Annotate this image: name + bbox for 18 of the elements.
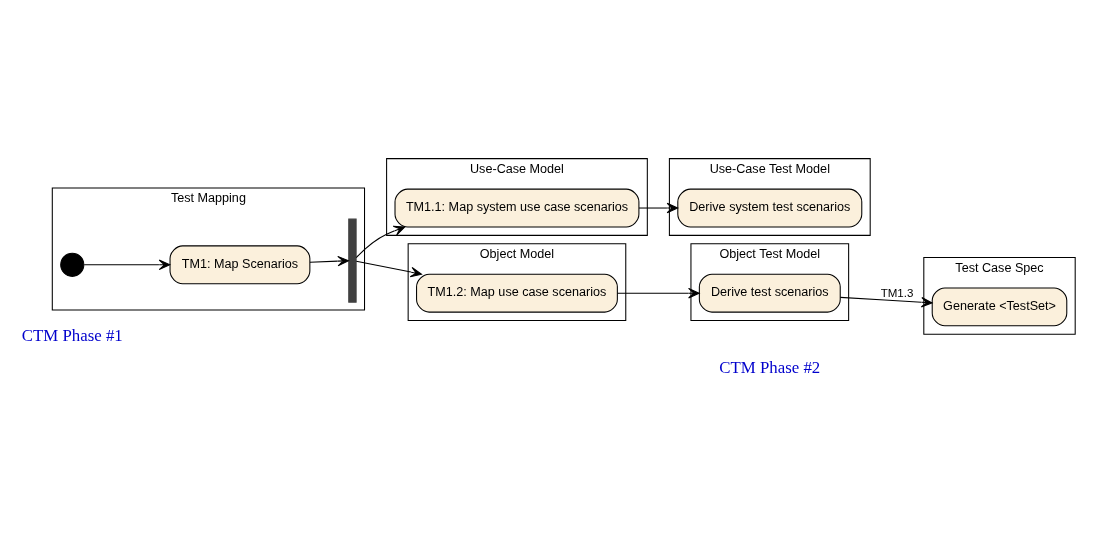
node-box: TM1.1: Map system use case scenarios (394, 188, 640, 227)
label: CTM Phase #2 (719, 357, 821, 377)
node-box: Generate <TestSet> (931, 286, 1068, 326)
arrow (616, 287, 700, 298)
node-box: TM1.2: Map use case scenarios (416, 273, 618, 313)
node-bar (348, 218, 357, 303)
arrow (355, 225, 406, 258)
node-circle (60, 252, 85, 277)
arrow (309, 255, 349, 266)
label: CTM Phase #1 (21, 325, 123, 345)
node-box: TM1: Map Scenarios (169, 244, 311, 284)
edge-label: TM1.3 (880, 286, 914, 299)
arrow (355, 260, 422, 277)
node-box: Derive test scenarios (698, 273, 841, 313)
arrow (638, 202, 679, 213)
node-box: Derive system test scenarios (677, 188, 863, 227)
arrow (839, 296, 933, 307)
arrow (83, 259, 171, 270)
